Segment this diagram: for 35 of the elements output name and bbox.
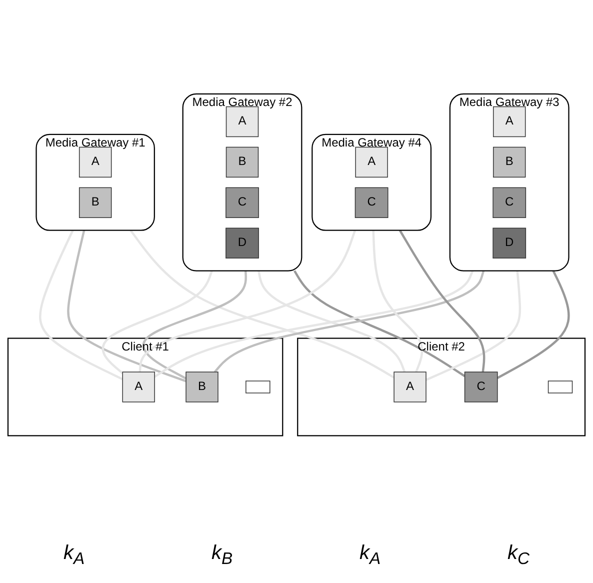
node-box bbox=[246, 380, 270, 394]
node-box: B bbox=[493, 146, 526, 178]
node-box: C bbox=[354, 187, 388, 218]
connector bbox=[398, 230, 486, 372]
node-box: B bbox=[226, 146, 259, 178]
node-box: B bbox=[78, 187, 112, 218]
node-box: C bbox=[226, 187, 259, 218]
node-box: A bbox=[78, 146, 112, 178]
node-box: B bbox=[186, 372, 218, 402]
connector bbox=[130, 230, 395, 379]
brace-label: k$_{A}$ bbox=[63, 542, 85, 568]
node-box: D bbox=[226, 228, 259, 259]
node-box: A bbox=[493, 106, 526, 138]
node-box: C bbox=[492, 187, 526, 218]
connector bbox=[372, 230, 424, 373]
node-box: A bbox=[226, 106, 259, 138]
connector bbox=[496, 270, 570, 380]
connector bbox=[154, 270, 474, 378]
connector bbox=[426, 270, 522, 382]
connector bbox=[102, 270, 213, 374]
brace-label: k$_{B}$ bbox=[211, 542, 233, 568]
connector bbox=[258, 270, 406, 373]
node-box bbox=[548, 380, 573, 394]
connector bbox=[142, 270, 247, 380]
connector bbox=[214, 270, 485, 373]
node-box: D bbox=[492, 228, 526, 259]
connector bbox=[67, 230, 186, 382]
node-box: A bbox=[394, 372, 426, 402]
brace-label: k$_{C}$ bbox=[507, 542, 530, 568]
node-box: C bbox=[464, 372, 498, 402]
node-box: A bbox=[122, 372, 155, 402]
connector bbox=[39, 230, 124, 380]
connector bbox=[138, 230, 356, 372]
node-box: A bbox=[355, 146, 388, 178]
brace-label: k$_{A}$ bbox=[359, 542, 381, 568]
